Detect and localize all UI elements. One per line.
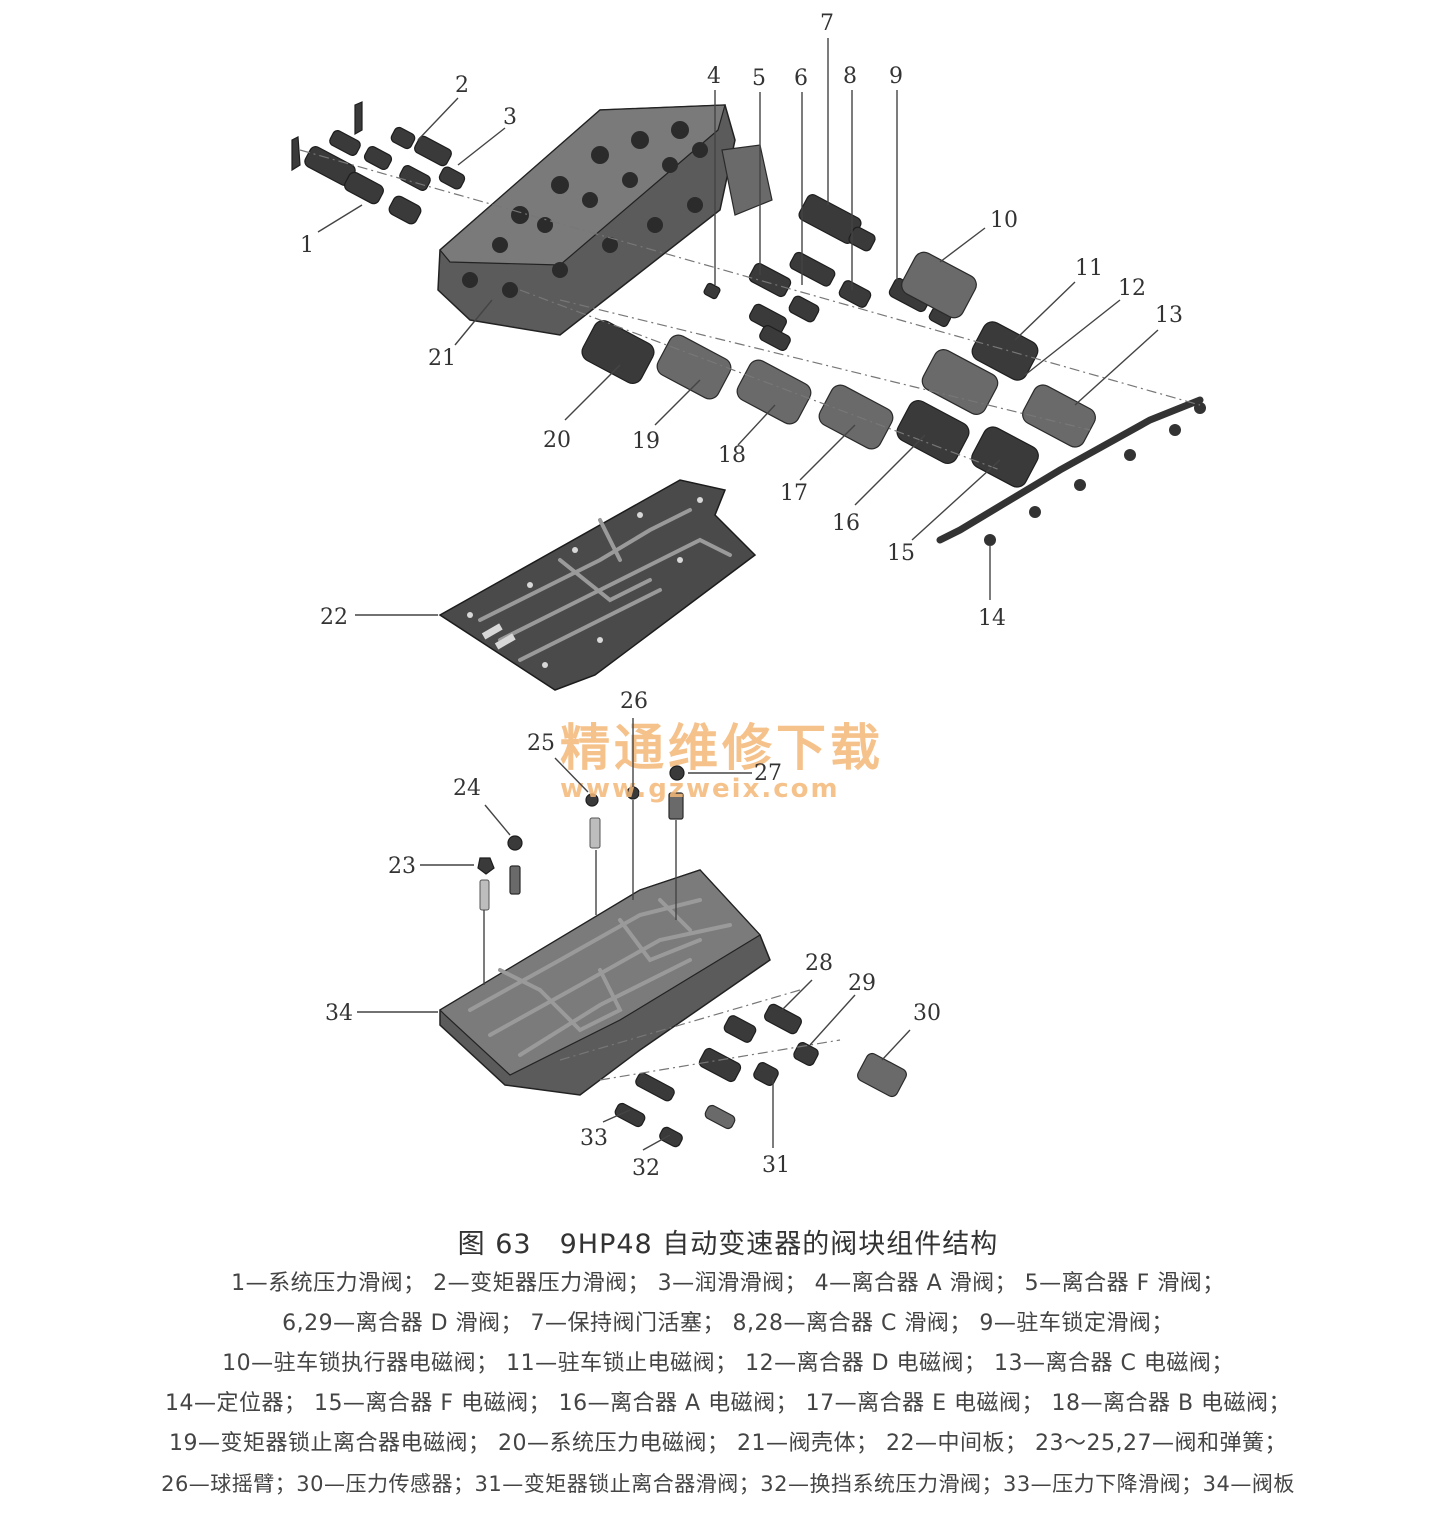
label-4: 4	[707, 64, 721, 89]
label-14: 14	[978, 606, 1006, 631]
legend-line: 14—定位器； 15—离合器 F 电磁阀； 16—离合器 A 电磁阀； 17—离…	[164, 1391, 1292, 1416]
label-11: 11	[1075, 256, 1103, 281]
label-12: 12	[1118, 276, 1146, 301]
label-21: 21	[428, 346, 456, 371]
label-25: 25	[527, 731, 555, 756]
label-13: 13	[1155, 303, 1183, 328]
spool-valves-left	[291, 101, 466, 225]
label-34: 34	[325, 1001, 353, 1026]
label-32: 32	[632, 1156, 660, 1181]
label-8: 8	[843, 64, 857, 89]
watermark-text: 精通维修下载	[560, 719, 884, 777]
label-30: 30	[913, 1001, 941, 1026]
watermark-url: www.gzweix.com	[560, 774, 840, 804]
label-3: 3	[503, 105, 517, 130]
label-16: 16	[832, 511, 860, 536]
intermediate-plate	[438, 479, 757, 691]
label-5: 5	[752, 66, 766, 91]
label-19: 19	[632, 429, 660, 454]
legend-line: 10—驻车锁执行器电磁阀； 11—驻车锁止电磁阀； 12—离合器 D 电磁阀； …	[222, 1351, 1234, 1376]
label-28: 28	[805, 951, 833, 976]
solenoids-lower-row	[581, 320, 1039, 488]
retainer-bracket	[936, 396, 1206, 546]
label-6: 6	[794, 66, 808, 91]
solenoids-upper-right	[901, 251, 1096, 448]
label-27: 27	[754, 761, 782, 786]
figure-caption-title: 图 63 9HP48 自动变速器的阀块组件结构	[457, 1229, 999, 1260]
valves-and-springs	[477, 765, 685, 985]
valve-plate	[439, 869, 771, 1096]
legend-line: 26—球摇臂；30—压力传感器；31—变矩器锁止离合器滑阀；32—换挡系统压力滑…	[161, 1472, 1295, 1496]
label-33: 33	[580, 1126, 608, 1151]
spool-valves-lower-right	[559, 989, 907, 1148]
label-20: 20	[543, 428, 571, 453]
label-26: 26	[620, 689, 648, 714]
label-31: 31	[762, 1153, 790, 1178]
legend-line: 1—系统压力滑阀； 2—变矩器压力滑阀； 3—润滑滑阀； 4—离合器 A 滑阀；…	[231, 1271, 1225, 1296]
label-7: 7	[820, 11, 834, 36]
valve-housing	[437, 104, 773, 336]
label-1: 1	[300, 233, 314, 258]
leader-lines	[317, 38, 1159, 1151]
label-9: 9	[889, 64, 903, 89]
label-15: 15	[887, 541, 915, 566]
valve-body-exploded-diagram: 精通维修下载 www.gzweix.com	[291, 11, 1206, 1181]
label-10: 10	[990, 208, 1018, 233]
label-29: 29	[848, 971, 876, 996]
legend-line: 19—变矩器锁止离合器电磁阀； 20—系统压力电磁阀； 21—阀壳体； 22—中…	[169, 1431, 1287, 1456]
label-24: 24	[453, 776, 481, 801]
watermark: 精通维修下载 www.gzweix.com	[560, 719, 884, 804]
legend-line: 6,29—离合器 D 滑阀； 7—保持阀门活塞； 8,28—离合器 C 滑阀； …	[282, 1311, 1174, 1336]
label-2: 2	[455, 73, 469, 98]
label-22: 22	[320, 605, 348, 630]
part-number-labels: 1 2 3 4 5 6 7 8 9 10 11 12 13 14 15 16 1…	[300, 11, 1183, 1181]
label-17: 17	[780, 481, 808, 506]
figure-legend: 1—系统压力滑阀； 2—变矩器压力滑阀； 3—润滑滑阀； 4—离合器 A 滑阀；…	[0, 1264, 1456, 1504]
label-18: 18	[718, 443, 746, 468]
label-23: 23	[388, 854, 416, 879]
